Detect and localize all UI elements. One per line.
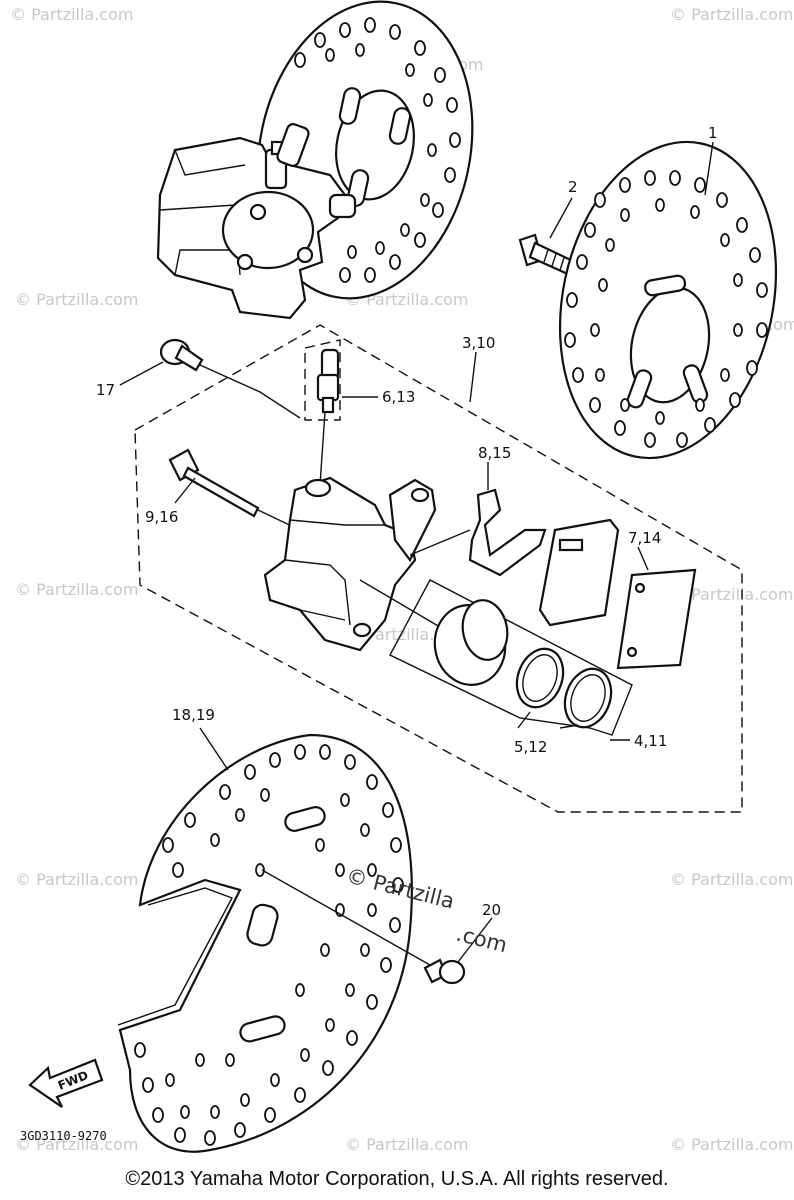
drawing-code: 3GD3110-9270 <box>20 1129 107 1143</box>
piston-seal <box>515 647 565 709</box>
leader-9-16 <box>174 477 196 504</box>
bracket-hole <box>410 487 430 503</box>
watermark: © Partzilla.com <box>15 1135 138 1154</box>
watermark: © Partzilla.com <box>670 5 793 24</box>
callout-8-15: 8,15 <box>478 444 511 462</box>
part-brake-disc-1 <box>558 140 778 460</box>
bolt-20-head <box>438 959 466 985</box>
callout-17: 17 <box>96 381 115 399</box>
leader-2 <box>549 197 573 239</box>
caliper-bolt-hole <box>236 253 254 271</box>
disc-slot <box>644 274 687 297</box>
watermark: © Partzilla.com <box>670 870 793 889</box>
callout-1: 1 <box>708 124 718 142</box>
copyright-notice: ©2013 Yamaha Motor Corporation, U.S.A. A… <box>125 1168 669 1190</box>
shield-slot <box>284 806 326 832</box>
watermark: © Partzilla.com <box>10 5 133 24</box>
center-watermark-line2: .com <box>454 922 510 958</box>
shield-slot <box>239 1015 286 1043</box>
bleed-valve-group-box <box>304 339 341 421</box>
caliper-assembly-boundary <box>134 324 743 813</box>
bleed-valve-body <box>316 373 340 402</box>
shield-bolt-axis <box>261 869 431 966</box>
brake-pad-inner <box>538 518 620 627</box>
caliper-body-detail <box>284 519 385 626</box>
watermark: © Partzilla.com <box>670 1135 793 1154</box>
watermark: © Partzilla.com <box>670 585 793 604</box>
piston-kit-boundary <box>389 579 633 736</box>
fwd-arrow-shape <box>28 1058 104 1108</box>
pad-tab <box>558 538 584 552</box>
dust-seal-inner <box>570 674 606 722</box>
callout-2: 2 <box>568 178 578 196</box>
caliper-body-round <box>221 190 315 270</box>
part-caliper-pin-9-16 <box>168 448 301 531</box>
part-brake-pads-7-14 <box>538 518 697 670</box>
caliper-bolt-hole <box>296 246 314 264</box>
brake-pad-outer <box>616 568 697 670</box>
callout-7-14: 7,14 <box>628 529 661 547</box>
leader-1 <box>704 141 714 196</box>
shield-holes <box>134 744 404 1146</box>
part-seals-5-12 <box>515 647 613 729</box>
pad-hole <box>634 582 646 594</box>
leader-20 <box>457 917 493 963</box>
part-brake-shield-18-19 <box>117 733 413 1153</box>
watermark: © Partzilla.com <box>15 870 138 889</box>
bleed-valve-axis <box>319 411 326 486</box>
leader-3-10 <box>469 351 477 403</box>
part-pad-spring-8-15 <box>468 488 547 577</box>
shield-edge <box>117 887 233 1026</box>
bolt-threads <box>543 249 565 271</box>
callout-20: 20 <box>482 901 501 919</box>
leader-17 <box>119 361 164 386</box>
part-bolt-20 <box>423 958 466 985</box>
callout-3-10: 3,10 <box>462 334 495 352</box>
leader-18-19 <box>199 727 229 771</box>
bolt-17-shank <box>174 344 204 372</box>
part-bolt-17 <box>159 338 204 372</box>
watermark: © Partzilla.com <box>15 580 138 599</box>
callouts: 1 2 3,10 6,13 17 8,15 9,16 7,14 4,11 5,1… <box>96 124 718 919</box>
callout-5-12: 5,12 <box>514 738 547 756</box>
caliper-bracket-arm <box>276 123 310 167</box>
disc-holes <box>294 17 461 283</box>
callout-6-13: 6,13 <box>382 388 415 406</box>
leader-17-path <box>199 364 301 419</box>
part-caliper-body <box>263 476 471 652</box>
caliper-bolt-hole <box>249 203 267 221</box>
leader-5-12 <box>517 711 579 729</box>
part-bleed-valve-6-13 <box>304 339 341 486</box>
disc-slot <box>388 107 412 145</box>
shield-center-hole <box>246 903 279 947</box>
dust-seal <box>563 667 613 729</box>
disc-slot <box>338 87 362 125</box>
callout-18-19: 18,19 <box>172 706 215 724</box>
piston-axis <box>359 579 446 631</box>
callout-4-11: 4,11 <box>634 732 667 750</box>
bleed-valve-thread <box>321 396 335 414</box>
fwd-arrow: FWD <box>28 1058 104 1108</box>
disc-slot <box>626 369 653 409</box>
piston-face <box>461 599 509 661</box>
caliper-hole <box>352 622 372 638</box>
callout-9-16: 9,16 <box>145 508 178 526</box>
watermark: © Partzilla.com <box>345 1135 468 1154</box>
pin-shaft <box>182 466 260 518</box>
pad-spring <box>468 488 547 577</box>
disc-holes <box>564 170 768 448</box>
part-piston <box>433 599 509 686</box>
bleed-valve-cap <box>320 348 340 380</box>
pad-hole <box>626 646 638 658</box>
leader-7-14 <box>637 546 649 571</box>
leader-lines <box>119 141 714 963</box>
caliper-port <box>304 478 332 498</box>
piston-seal-inner <box>522 654 558 702</box>
caliper-pin-end <box>328 193 357 219</box>
caliper-axis <box>409 529 471 556</box>
assembled-brake-view <box>156 0 474 320</box>
watermark: © Partzilla.com <box>15 290 138 309</box>
